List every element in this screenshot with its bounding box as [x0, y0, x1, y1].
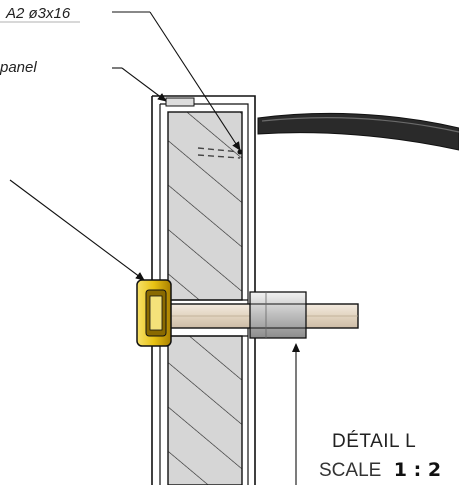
yellow-bracket [136, 279, 172, 347]
rod-bore [160, 299, 248, 337]
nut-sleeve [249, 291, 307, 339]
leader-bracket [9, 179, 145, 281]
leader-screw [112, 11, 241, 151]
leader-panel [112, 67, 167, 102]
panel-frame [151, 95, 256, 485]
wall-section-upper [167, 111, 243, 301]
scale-value: 1 : 2 [394, 459, 441, 481]
wall-section-lower [167, 335, 243, 485]
panel-label: panel [0, 59, 37, 76]
screw-spec-label: A2 ø3x16 [5, 5, 71, 22]
scale-word: SCALE [319, 460, 381, 481]
detail-scale: SCALE 1 : 2 [319, 459, 441, 481]
detail-title: DÉTAIL L [332, 431, 416, 452]
cable [257, 112, 459, 151]
